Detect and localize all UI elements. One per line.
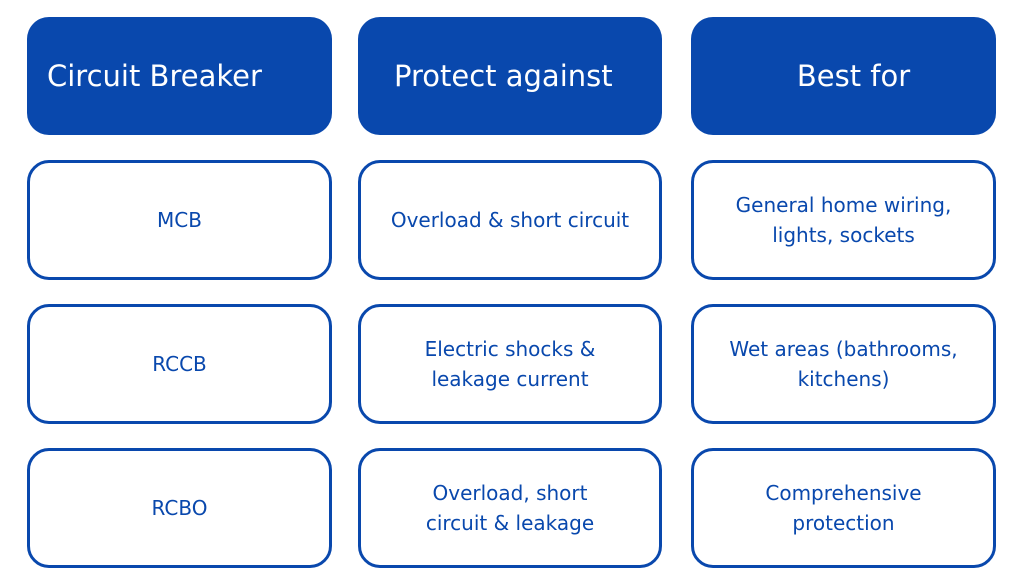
breaker-cell-rccb: RCCB <box>27 304 332 424</box>
best-for-text: Comprehensive protection <box>765 478 921 538</box>
protects-cell-rcbo: Overload, short circuit & leakage <box>358 448 662 568</box>
header-circuit-breaker: Circuit Breaker <box>27 17 332 135</box>
best-for-text-line: Comprehensive <box>765 481 922 505</box>
protects-text-line: Electric shocks & <box>424 337 596 361</box>
header-protect-against-label: Protect against <box>394 59 613 93</box>
best-for-cell-rcbo: Comprehensive protection <box>691 448 996 568</box>
protects-text-line: circuit & leakage <box>425 511 595 535</box>
best-for-cell-rccb: Wet areas (bathrooms, kitchens) <box>691 304 996 424</box>
best-for-cell-mcb: General home wiring, lights, sockets <box>691 160 996 280</box>
best-for-text: Wet areas (bathrooms, kitchens) <box>729 334 957 394</box>
protects-text: Overload & short circuit <box>391 205 629 235</box>
best-for-text: General home wiring, lights, sockets <box>736 190 952 250</box>
breaker-label-line: RCBO <box>151 496 208 520</box>
best-for-text-line: protection <box>792 511 895 535</box>
protects-cell-rccb: Electric shocks & leakage current <box>358 304 662 424</box>
breaker-label: RCCB <box>152 349 207 379</box>
protects-text: Electric shocks & leakage current <box>425 334 596 394</box>
breaker-label: RCBO <box>152 493 208 523</box>
protects-text-line: Overload & short circuit <box>390 208 630 232</box>
best-for-text-line: Wet areas (bathrooms, <box>729 337 958 361</box>
protects-text: Overload, short circuit & leakage <box>426 478 594 538</box>
breaker-cell-rcbo: RCBO <box>27 448 332 568</box>
protects-text-line: leakage current <box>431 367 589 391</box>
breaker-label-line: MCB <box>157 208 202 232</box>
breaker-label: MCB <box>157 205 202 235</box>
header-best-for-label: Best for <box>796 59 911 93</box>
header-circuit-breaker-label: Circuit Breaker <box>47 59 262 93</box>
breaker-label-line: RCCB <box>152 352 207 376</box>
best-for-text-line: General home wiring, <box>735 193 952 217</box>
best-for-text-line: kitchens) <box>797 367 890 391</box>
header-protect-against: Protect against <box>358 17 662 135</box>
protects-cell-mcb: Overload & short circuit <box>358 160 662 280</box>
protects-text-line: Overload, short <box>432 481 588 505</box>
best-for-text-line: lights, sockets <box>772 223 915 247</box>
breaker-cell-mcb: MCB <box>27 160 332 280</box>
header-best-for: Best for <box>691 17 996 135</box>
